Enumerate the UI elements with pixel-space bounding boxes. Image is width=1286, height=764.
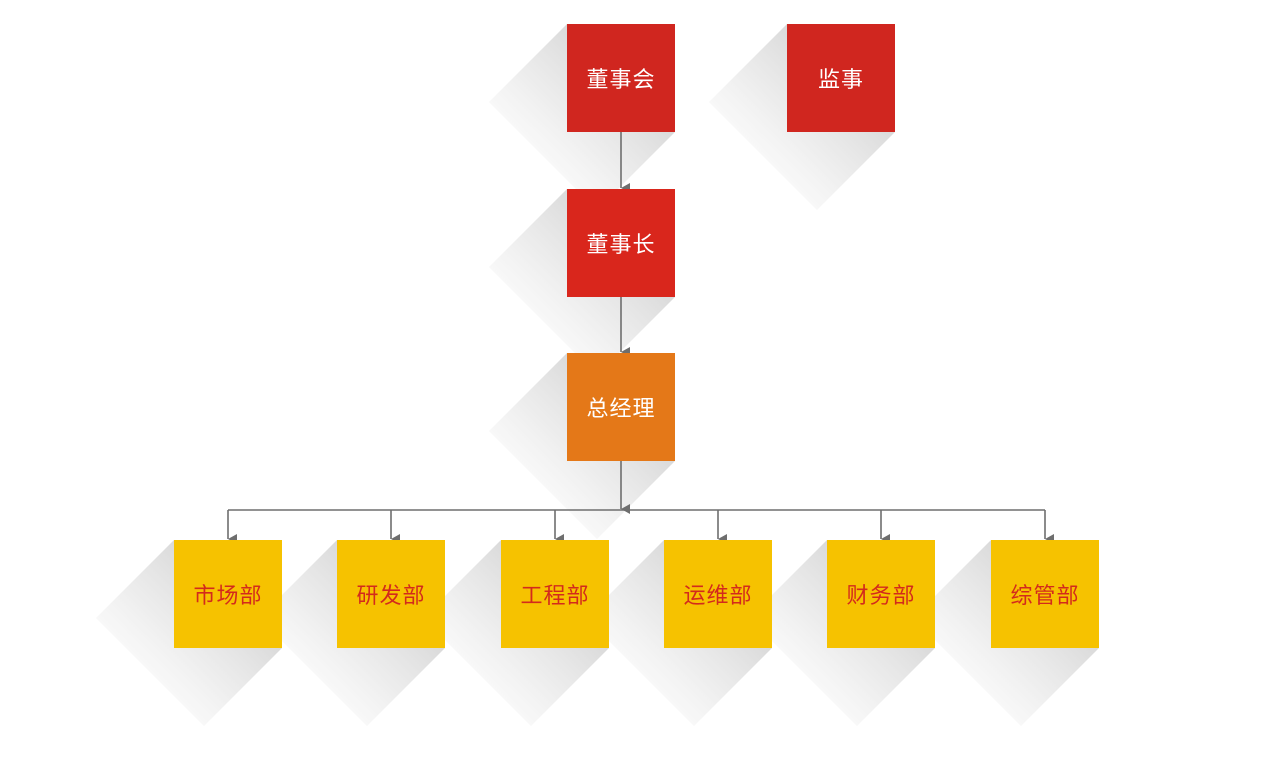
node-department: 工程部 — [501, 540, 609, 648]
node-label: 市场部 — [193, 584, 263, 609]
node-department: 市场部 — [174, 540, 282, 648]
node-general-manager: 总经理 — [567, 353, 675, 461]
node-label: 财务部 — [846, 584, 916, 609]
node-label: 董事长 — [586, 233, 656, 258]
node-department: 财务部 — [827, 540, 935, 648]
node-label: 综管部 — [1010, 584, 1080, 609]
node-department: 研发部 — [337, 540, 445, 648]
node-label: 运维部 — [683, 584, 753, 609]
node-label: 董事会 — [586, 68, 656, 93]
node-chairman: 董事长 — [567, 189, 675, 297]
node-department: 综管部 — [991, 540, 1099, 648]
node-board: 董事会 — [567, 24, 675, 132]
node-department: 运维部 — [664, 540, 772, 648]
node-label: 监事 — [817, 68, 864, 93]
node-label: 研发部 — [356, 584, 426, 609]
node-label: 工程部 — [520, 584, 590, 609]
node-supervisor: 监事 — [787, 24, 895, 132]
node-label: 总经理 — [586, 397, 656, 422]
